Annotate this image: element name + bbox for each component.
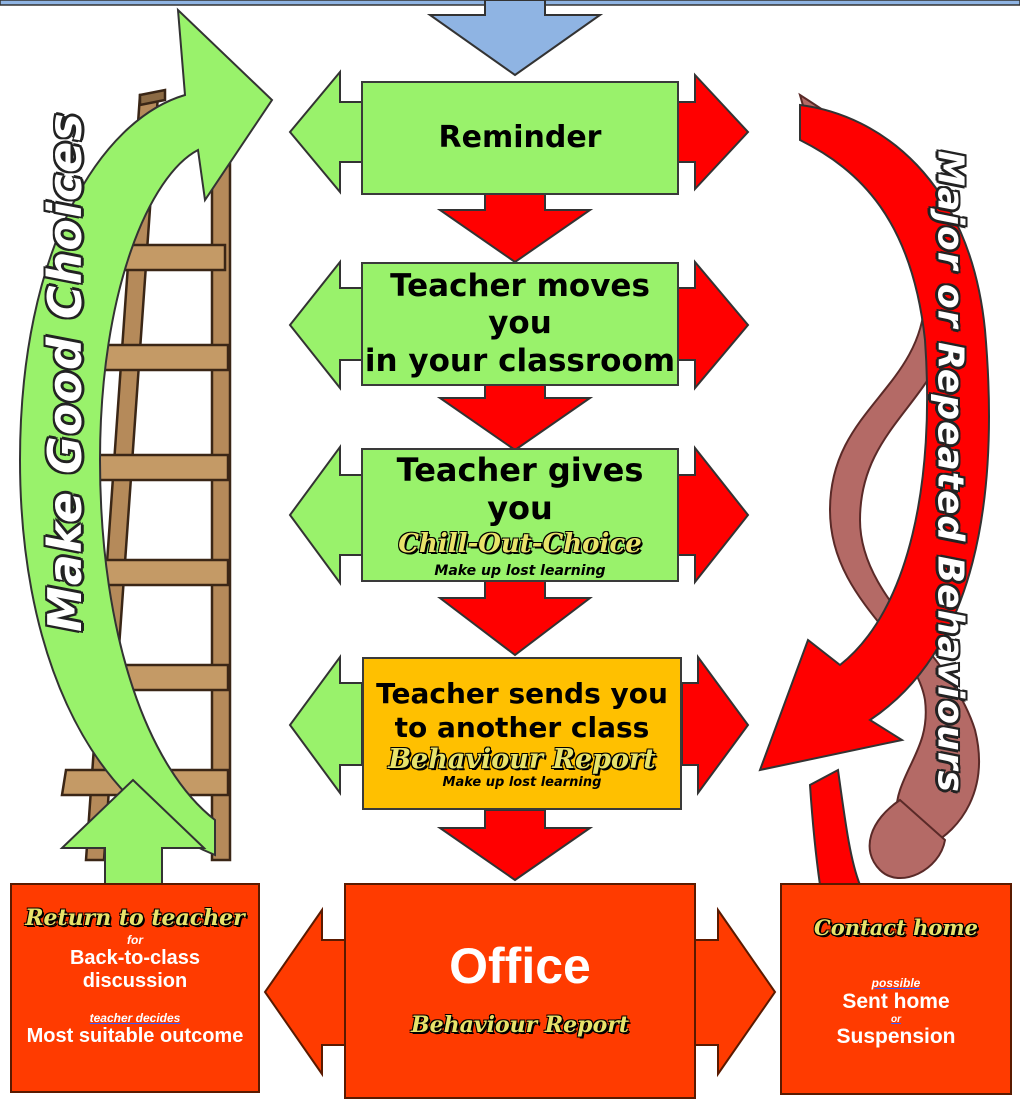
return-outcome: Most suitable outcome <box>26 1025 244 1047</box>
return-line1: Back-to-class <box>69 947 201 969</box>
green-left-arrow <box>288 653 363 797</box>
blue-down-arrow <box>426 0 604 77</box>
contact-suspension: Suspension <box>836 1025 956 1048</box>
makeup-note-1: Make up lost learning <box>434 563 606 580</box>
step-teacher-sends: Teacher sends you to another class Behav… <box>362 657 682 810</box>
gives-line1: Teacher gives you <box>396 450 644 527</box>
major-behaviours-arrow <box>758 103 990 772</box>
red-right-arrow <box>681 653 750 797</box>
red-right-arrow <box>677 72 750 192</box>
return-line2: discussion <box>82 970 188 992</box>
step-teacher-moves: Teacher moves you in your classroom <box>361 262 679 386</box>
red-down-arrows <box>436 191 594 882</box>
green-left-arrow <box>288 259 363 391</box>
contact-sent-home: Sent home <box>842 990 950 1013</box>
return-to-teacher-box: Return to teacher for Back-to-class disc… <box>10 883 260 1093</box>
contact-or: or <box>891 1014 901 1025</box>
sends-line1: Teacher sends you <box>376 676 668 710</box>
green-up-arrow <box>59 778 207 886</box>
office-subtitle: Behaviour Report <box>411 1012 629 1038</box>
chill-out-choice-label: Chill-Out-Choice <box>398 529 642 560</box>
contact-title: Contact home <box>814 915 978 940</box>
office-left-arrow <box>263 906 346 1078</box>
green-left-arrow <box>288 69 363 195</box>
red-right-arrow <box>677 259 750 391</box>
contact-home-box: Contact home possible Sent home or Suspe… <box>780 883 1012 1095</box>
top-banner <box>0 0 1020 77</box>
major-repeated-behaviours-label: Major or Repeated Behaviours <box>929 150 971 793</box>
red-right-arrow <box>677 445 750 585</box>
step-teacher-gives: Teacher gives you Chill-Out-Choice Make … <box>361 448 679 582</box>
step-reminder: Reminder <box>361 81 679 195</box>
moves-line1: Teacher moves you <box>390 268 650 342</box>
office-box: Office Behaviour Report <box>344 883 696 1099</box>
behaviour-report-label: Behaviour Report <box>388 744 656 776</box>
return-for: for <box>127 933 143 947</box>
makeup-note-2: Make up lost learning <box>442 775 602 791</box>
office-title: Office <box>449 938 591 994</box>
moves-line2: in your classroom <box>364 342 676 379</box>
reminder-label: Reminder <box>438 120 602 155</box>
sends-line2: to another class <box>394 710 650 744</box>
return-decides: teacher decides <box>89 1011 181 1025</box>
make-good-choices-arrow <box>18 7 274 857</box>
office-right-arrow <box>694 906 777 1078</box>
green-left-arrow <box>288 443 363 587</box>
contact-possible: possible <box>871 976 921 990</box>
make-good-choices-label: Make Good Choices <box>38 112 92 632</box>
return-title: Return to teacher <box>25 905 245 931</box>
